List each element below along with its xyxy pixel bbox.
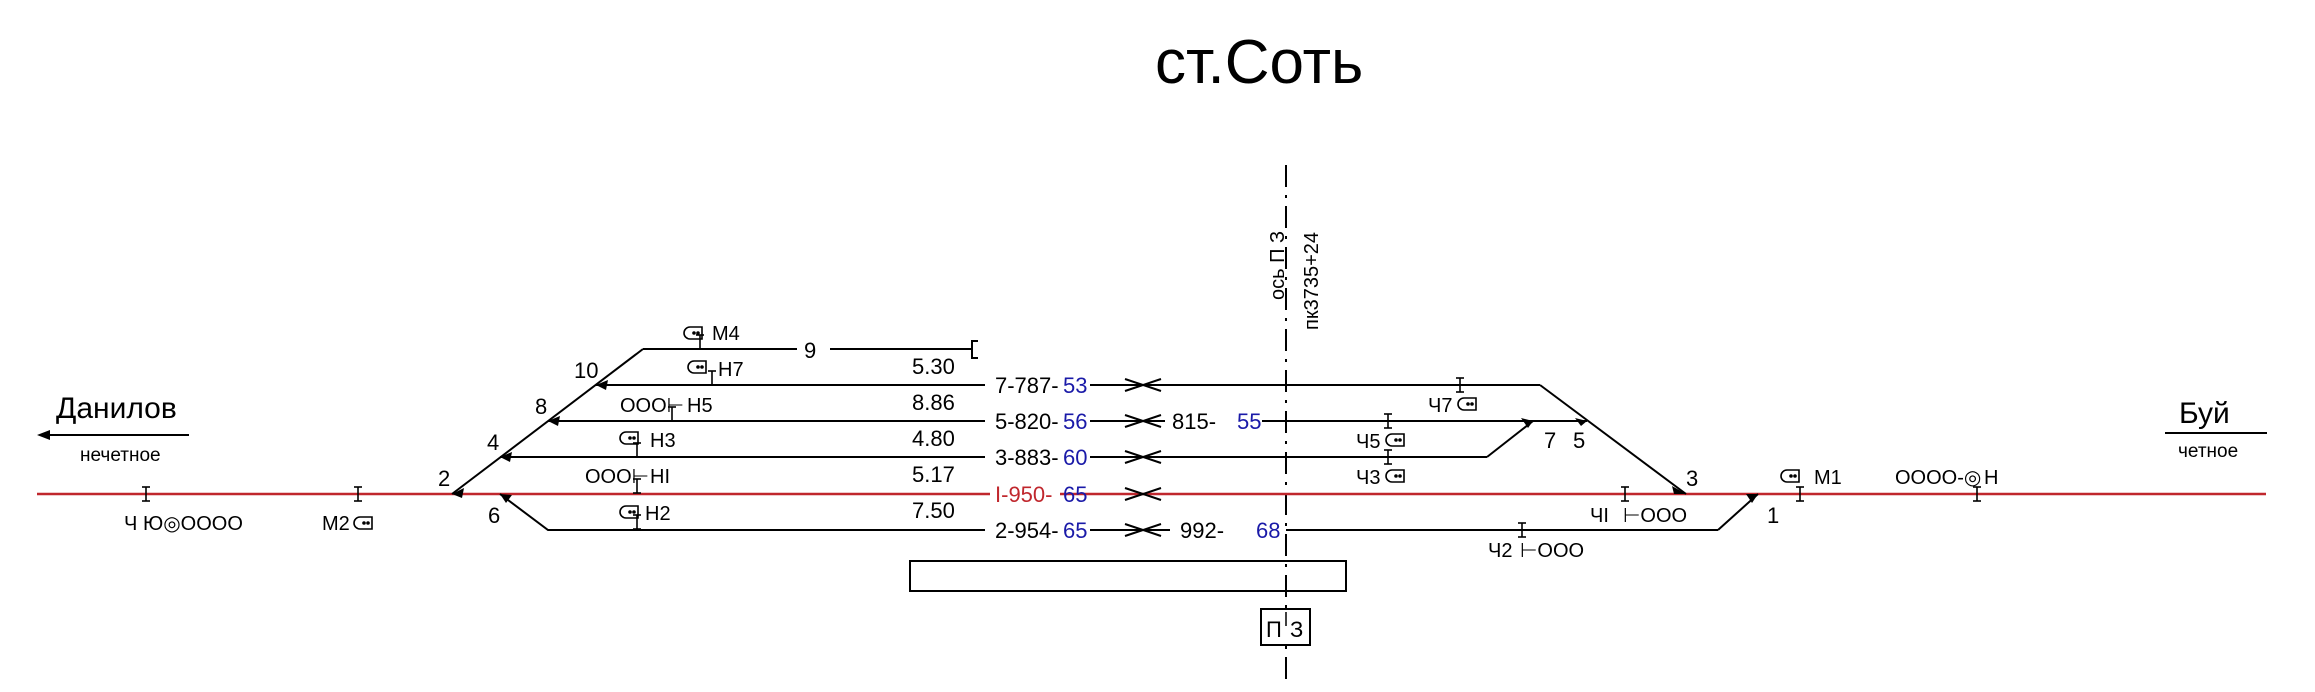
- signal-HI-label[interactable]: HI: [650, 466, 670, 488]
- track-5-mid-prefix: 815-: [1172, 409, 1216, 434]
- signal-Ch2-label[interactable]: Ч2: [1488, 540, 1512, 562]
- dwarf-signal-icon: [619, 505, 639, 519]
- track-3-length: 5.17: [912, 462, 955, 487]
- switch-8[interactable]: 8: [535, 394, 547, 419]
- track-7-marker: 53: [1063, 373, 1087, 398]
- signal-Ch3-label[interactable]: Ч3: [1356, 467, 1380, 489]
- track-I-marker: 65: [1063, 482, 1087, 507]
- track-3-marker: 60: [1063, 445, 1087, 470]
- track-I-length: 7.50: [912, 498, 955, 523]
- track-5-marker: 56: [1063, 409, 1087, 434]
- signal-Ch7-label[interactable]: Ч7: [1428, 395, 1452, 417]
- arrow-left-icon: [37, 430, 50, 440]
- dwarf-signal-icon: [353, 516, 373, 530]
- dwarf-signal-icon: [1457, 397, 1477, 411]
- direction-left-parity: нечетное: [80, 445, 161, 466]
- track-9-length: 5.30: [912, 354, 955, 379]
- signal-H-label[interactable]: H: [1984, 467, 1998, 489]
- track-5-prefix: 5-820-: [995, 409, 1059, 434]
- track-2-marker: 65: [1063, 518, 1087, 543]
- track-7-length: 8.86: [912, 390, 955, 415]
- track-2-prefix: 2-954-: [995, 518, 1059, 543]
- track-3-prefix: 3-883-: [995, 445, 1059, 470]
- track-3-exit: [1486, 420, 1534, 458]
- track-7-exit: [1539, 384, 1687, 495]
- signal-post-H3: [632, 442, 642, 458]
- track-7-prefix: 7-787-: [995, 373, 1059, 398]
- dwarf-signal-icon: [687, 360, 707, 374]
- signal-ChI-label[interactable]: ЧI: [1590, 505, 1609, 527]
- track-2-mid-marker: 68: [1256, 518, 1280, 543]
- joint-markers: [1124, 378, 1162, 537]
- direction-left-name: Данилов: [56, 392, 177, 425]
- dwarf-signal-icon: [1385, 433, 1405, 447]
- track-I-prefix: I-950-: [995, 482, 1052, 507]
- signal-lamps-icon: OOO⊢: [585, 466, 649, 488]
- signal-M4-label[interactable]: M4: [712, 323, 740, 345]
- building-label-right: З: [1290, 617, 1303, 642]
- switch-4[interactable]: 4: [487, 430, 499, 455]
- building-label-left: П: [1266, 617, 1282, 642]
- picket-label: пк3735+24: [1301, 232, 1323, 330]
- switch-5[interactable]: 5: [1573, 428, 1585, 453]
- signal-Ch-label[interactable]: Ч: [124, 513, 137, 535]
- signal-H3-label[interactable]: H3: [650, 430, 676, 452]
- dwarf-signal-icon: [1780, 469, 1800, 483]
- dwarf-signal-icon: [1385, 469, 1405, 483]
- track-9-label: 9: [804, 338, 816, 363]
- axis-label: ось П З: [1267, 231, 1289, 300]
- track-5-mid-marker: 55: [1237, 409, 1261, 434]
- switch-7[interactable]: 7: [1544, 428, 1556, 453]
- signal-H5-label[interactable]: H5: [687, 395, 713, 417]
- signal-M2-label[interactable]: M2: [322, 513, 350, 535]
- switch-3[interactable]: 3: [1686, 466, 1698, 491]
- station-title: ст.Соть: [1155, 28, 1363, 97]
- signal-M1-label[interactable]: M1: [1814, 467, 1842, 489]
- track-I-label-bg: [990, 482, 1060, 504]
- signal-H7-label[interactable]: H7: [718, 359, 744, 381]
- switch-10[interactable]: 10: [574, 358, 598, 383]
- signal-Ch5-label[interactable]: Ч5: [1356, 431, 1380, 453]
- track-2-mid-prefix: 992-: [1180, 518, 1224, 543]
- direction-right-parity: четное: [2178, 441, 2238, 462]
- signal-post-H7: [707, 370, 717, 386]
- switch-1[interactable]: 1: [1767, 503, 1779, 528]
- direction-right-name: Буй: [2179, 397, 2230, 430]
- signal-lamps-icon: OOO⊢: [620, 395, 684, 417]
- track-5-length: 4.80: [912, 426, 955, 451]
- signal-H2-label[interactable]: H2: [645, 503, 671, 525]
- signal-lamps-icon: ⊢OOO: [1623, 505, 1687, 527]
- signal-lamps-icon: Ю◎OOOO: [143, 513, 243, 535]
- switch-point-icons: [452, 380, 1758, 503]
- signal-lamps-icon: OOOO-◎: [1895, 467, 1981, 489]
- passenger-platform[interactable]: [909, 560, 1347, 592]
- left-switch-ladder: [451, 348, 985, 531]
- signal-post-H2: [632, 514, 642, 530]
- signal-lamps-icon: ⊢OOO: [1520, 540, 1584, 562]
- switch-6[interactable]: 6: [488, 503, 500, 528]
- switch-2[interactable]: 2: [438, 466, 450, 491]
- buffer-stop-icon: [971, 340, 978, 359]
